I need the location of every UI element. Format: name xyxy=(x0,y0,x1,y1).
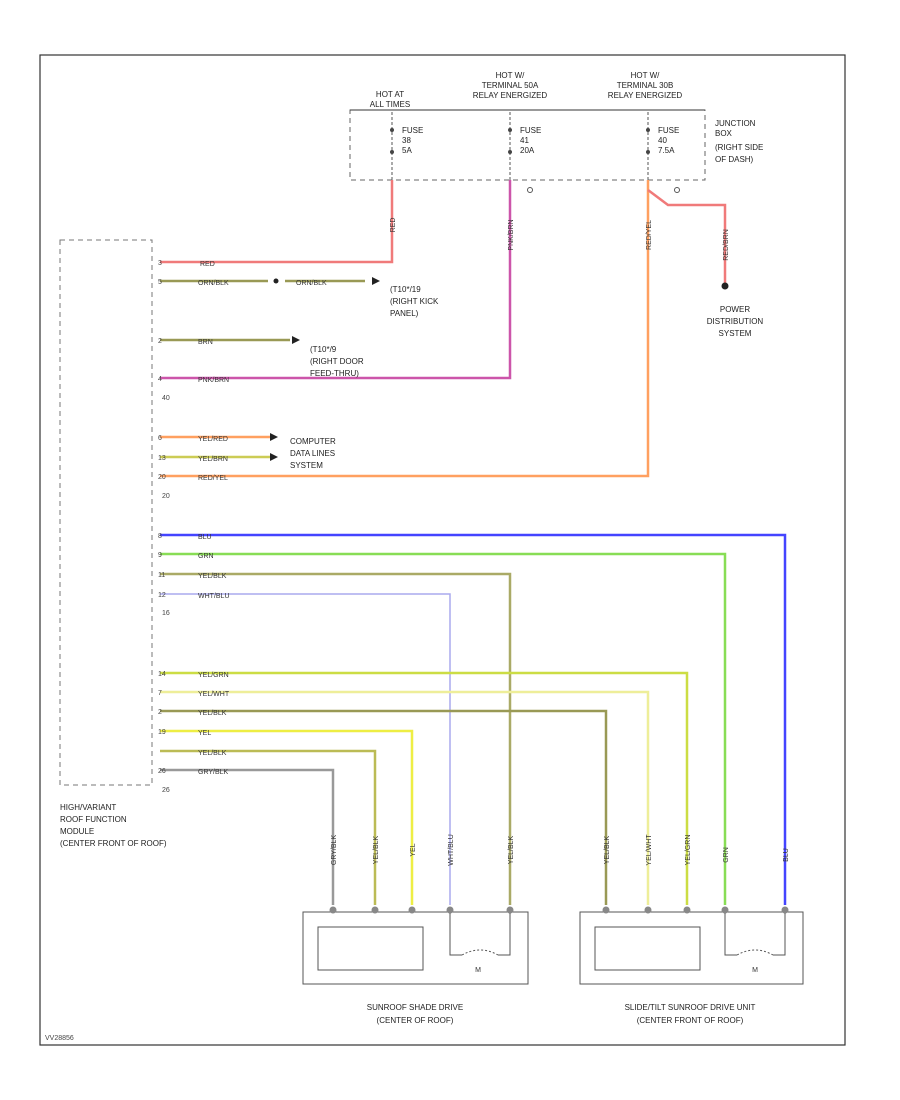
svg-text:ORN/BLK: ORN/BLK xyxy=(198,280,229,287)
svg-text:YEL: YEL xyxy=(410,843,417,856)
roof-function-module xyxy=(59,239,153,786)
svg-text:YEL/BLK: YEL/BLK xyxy=(198,750,227,757)
svg-text:7: 7 xyxy=(158,690,162,697)
motor-icon-sunroof: M xyxy=(752,967,758,974)
svg-text:YEL/GRN: YEL/GRN xyxy=(685,835,692,866)
fuse-col3-line2: TERMINAL 30B xyxy=(617,81,674,90)
sunroof-shade-drive-label: SUNROOF SHADE DRIVE(CENTER OF ROOF) xyxy=(367,1003,463,1025)
sunroof-shade-drive: M xyxy=(302,906,529,985)
svg-text:4: 4 xyxy=(158,376,162,383)
svg-text:GRN: GRN xyxy=(723,847,730,863)
arrow-kick-panel xyxy=(372,277,380,285)
svg-text:YEL: YEL xyxy=(198,730,211,737)
svg-text:RED/YEL: RED/YEL xyxy=(198,475,228,482)
module-wires xyxy=(160,279,787,905)
diagram-border xyxy=(39,54,846,1046)
wire-labels: RED ORN/BLK ORN/BLK BRN PNK/BRN YEL/RED … xyxy=(198,261,327,776)
svg-text:26: 26 xyxy=(158,768,166,775)
svg-text:9: 9 xyxy=(158,552,162,559)
svg-text:19: 19 xyxy=(158,729,166,736)
svg-text:GRY/BLK: GRY/BLK xyxy=(198,769,229,776)
arrow-cds-1 xyxy=(270,433,278,441)
svg-text:YEL/WHT: YEL/WHT xyxy=(646,834,653,866)
pin-numbers: 3 5 2 4 6 13 20 8 9 11 12 14 7 2 19 26 xyxy=(158,260,166,775)
svg-text:20: 20 xyxy=(158,474,166,481)
svg-text:YEL/BLK: YEL/BLK xyxy=(198,710,227,717)
svg-text:BLU: BLU xyxy=(198,534,212,541)
svg-text:2: 2 xyxy=(158,338,162,345)
connector-number-3: 16 xyxy=(162,610,170,617)
fuse-col1-line2: ALL TIMES xyxy=(370,100,410,109)
diagram-code: VV28856 xyxy=(45,1035,74,1042)
svg-text:PNK/BRN: PNK/BRN xyxy=(198,377,229,384)
svg-text:3: 3 xyxy=(158,260,162,267)
arrow-door xyxy=(292,336,300,344)
svg-text:PNK/BRN: PNK/BRN xyxy=(508,219,515,250)
svg-text:5: 5 xyxy=(158,279,162,286)
svg-text:YEL/RED: YEL/RED xyxy=(198,436,228,443)
fuse-col2-line2: TERMINAL 50A xyxy=(482,81,539,90)
svg-text:BRN: BRN xyxy=(198,339,213,346)
svg-text:YEL/BLK: YEL/BLK xyxy=(604,835,611,864)
fuse-col3-line1: HOT W/ xyxy=(631,71,661,80)
slide-tilt-sunroof-label: SLIDE/TILT SUNROOF DRIVE UNIT(CENTER FRO… xyxy=(625,1003,756,1025)
svg-text:GRY/BLK: GRY/BLK xyxy=(331,835,338,866)
svg-text:RED: RED xyxy=(390,218,397,233)
svg-text:YEL/BLK: YEL/BLK xyxy=(508,835,515,864)
feed-wires xyxy=(160,180,727,478)
power-distribution-connector xyxy=(721,282,729,290)
svg-text:YEL/BLK: YEL/BLK xyxy=(373,835,380,864)
svg-text:WHT/BLU: WHT/BLU xyxy=(198,593,230,600)
svg-text:YEL/GRN: YEL/GRN xyxy=(198,672,229,679)
bottom-wire-labels: GRY/BLK YEL/BLK YEL WHT/BLU YEL/BLK YEL/… xyxy=(331,834,790,866)
fuse-col2-line3: RELAY ENERGIZED xyxy=(473,91,548,100)
svg-text:YEL/BRN: YEL/BRN xyxy=(198,456,228,463)
svg-text:BLU: BLU xyxy=(783,848,790,862)
svg-text:14: 14 xyxy=(158,671,166,678)
svg-text:YEL/WHT: YEL/WHT xyxy=(198,691,230,698)
svg-text:8: 8 xyxy=(158,533,162,540)
svg-text:RED/BRN: RED/BRN xyxy=(723,229,730,261)
svg-text:2: 2 xyxy=(158,709,162,716)
svg-text:6: 6 xyxy=(158,435,162,442)
svg-text:13: 13 xyxy=(158,455,166,462)
connector-number-1: 40 xyxy=(162,395,170,402)
arrow-cds-2 xyxy=(270,453,278,461)
svg-text:RED: RED xyxy=(200,261,215,268)
fuse-col1-line1: HOT AT xyxy=(376,90,404,99)
slide-tilt-sunroof-unit: M xyxy=(579,906,804,985)
svg-text:RED/YEL: RED/YEL xyxy=(646,220,653,250)
svg-text:ORN/BLK: ORN/BLK xyxy=(296,280,327,287)
svg-text:YEL/BLK: YEL/BLK xyxy=(198,573,227,580)
connector-number-4: 26 xyxy=(162,787,170,794)
svg-text:WHT/BLU: WHT/BLU xyxy=(448,834,455,866)
connector-number-2: 20 xyxy=(162,493,170,500)
motor-icon-shade: M xyxy=(475,967,481,974)
svg-text:11: 11 xyxy=(158,572,165,579)
fuse-col2-line1: HOT W/ xyxy=(496,71,526,80)
svg-text:GRN: GRN xyxy=(198,553,214,560)
svg-text:12: 12 xyxy=(158,592,166,599)
fuse-col3-line3: RELAY ENERGIZED xyxy=(608,91,683,100)
